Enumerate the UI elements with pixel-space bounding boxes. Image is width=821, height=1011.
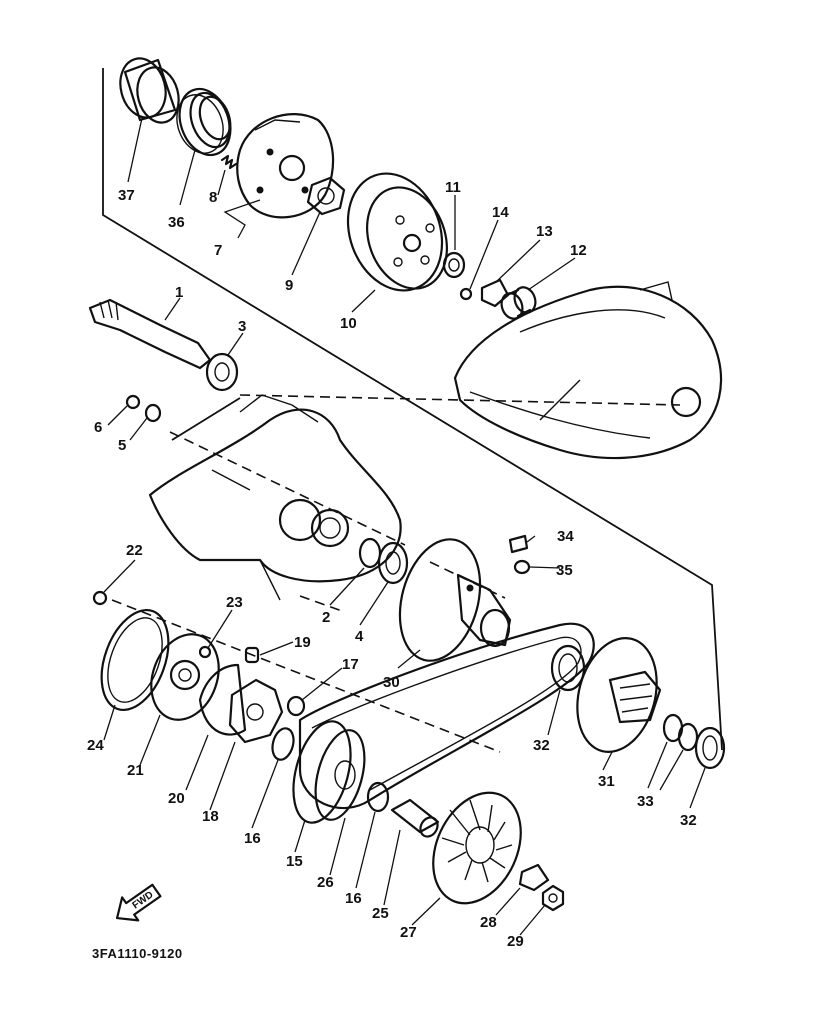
part-35-washer	[513, 559, 531, 575]
callout-11: 11	[445, 179, 461, 196]
part-20-cover	[198, 663, 247, 736]
part-7-clutch-carrier	[236, 113, 335, 219]
part-13-plate	[480, 278, 510, 308]
callout-15: 15	[286, 853, 303, 870]
callout-27: 27	[400, 924, 417, 941]
part-18-slider-holder	[228, 678, 284, 744]
part-15-sliding-sheave	[292, 720, 366, 824]
callout-13: 13	[536, 223, 553, 240]
part-22-bolt	[92, 590, 108, 606]
callout-7: 7	[214, 242, 222, 259]
callout-20: 20	[168, 790, 185, 807]
callout-8: 8	[209, 189, 217, 206]
callout-28: 28	[480, 914, 497, 931]
callout-9: 9	[285, 277, 293, 294]
callout-5: 5	[118, 437, 126, 454]
leader-lines	[103, 117, 706, 936]
reference-frame	[102, 68, 723, 753]
callout-16b: 16	[345, 890, 362, 907]
part-28-washer	[518, 863, 550, 892]
callout-4: 4	[355, 628, 364, 645]
callout-33: 33	[637, 793, 654, 810]
callout-19: 19	[294, 634, 311, 651]
callout-37: 37	[118, 187, 135, 204]
part-27-fan-sheave	[432, 791, 522, 905]
callout-30: 30	[383, 674, 400, 691]
part-16-bearing-right	[366, 781, 390, 813]
callout-23: 23	[226, 594, 243, 611]
part-19-slider	[244, 646, 260, 664]
part-32-oil-seal-right	[694, 726, 726, 770]
part-4-oil-seal	[377, 541, 409, 585]
part-34-pin	[508, 534, 529, 554]
part-3-bearing	[205, 352, 239, 392]
callout-24: 24	[87, 737, 104, 754]
part-5-washer	[144, 403, 162, 423]
callout-labels: 37 36 8 7 9 10 11 14 13 12 1 3 6 5 22 23…	[87, 179, 697, 950]
callout-1: 1	[175, 284, 183, 301]
part-30-secondary-sheave	[398, 538, 512, 662]
part-37-cup	[119, 57, 180, 124]
callout-10: 10	[340, 315, 357, 332]
part-1-shaft	[88, 298, 212, 370]
callout-16a: 16	[244, 830, 261, 847]
part-16-bearing-left	[271, 727, 295, 761]
callout-17: 17	[342, 656, 359, 673]
part-26-v-belt	[298, 622, 595, 810]
part-24-gasket	[100, 608, 170, 712]
diagram-code: 3FA1110-9120	[92, 946, 183, 961]
part-21-cam-plate	[150, 633, 220, 721]
part-6-bolt	[125, 394, 141, 410]
callout-21: 21	[127, 762, 144, 779]
callout-25: 25	[372, 905, 389, 922]
part-11-nut	[442, 251, 466, 279]
fwd-arrow-icon	[115, 883, 162, 922]
part-33-o-rings	[662, 713, 699, 752]
part-25-collar	[390, 798, 440, 838]
part-31-sliding-sheave	[576, 637, 662, 753]
callout-12: 12	[570, 242, 587, 259]
part-29-nut	[541, 884, 565, 912]
part-9-hexnut	[306, 176, 346, 216]
part-2-circlip	[358, 537, 382, 569]
callout-6: 6	[94, 419, 102, 436]
callout-3: 3	[238, 318, 246, 335]
part-36-spring	[176, 87, 232, 157]
part-8-spring	[220, 154, 238, 170]
part-12-collar	[500, 286, 537, 320]
part-23-bolt	[198, 645, 212, 659]
callout-29: 29	[507, 933, 524, 950]
part-32-oil-seal-left	[550, 644, 586, 692]
callout-18: 18	[202, 808, 219, 825]
callout-14: 14	[492, 204, 509, 221]
part-17-roller	[286, 695, 306, 717]
callout-22: 22	[126, 542, 143, 559]
crankcase-outline	[148, 394, 402, 601]
callout-2: 2	[322, 609, 330, 626]
crankcase-cover-outline	[453, 281, 723, 460]
callout-35: 35	[556, 562, 573, 579]
callout-34: 34	[557, 528, 574, 545]
part-14-screw	[459, 287, 473, 301]
callout-26: 26	[317, 874, 334, 891]
callout-31: 31	[598, 773, 615, 790]
callout-32a: 32	[533, 737, 550, 754]
callout-36: 36	[168, 214, 185, 231]
part-10-clutch-drum	[346, 172, 448, 292]
callout-32b: 32	[680, 812, 697, 829]
